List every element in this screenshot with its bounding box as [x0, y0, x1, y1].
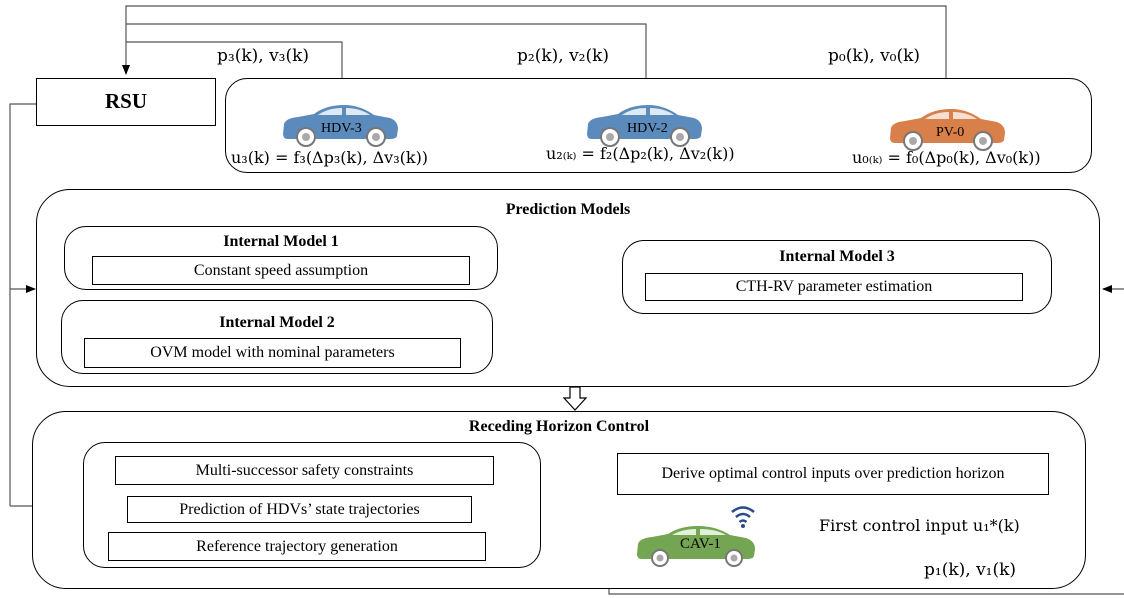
internal-model-3-text: CTH-RV parameter estimation: [735, 278, 933, 295]
internal-model-1-title: Internal Model 1: [223, 233, 339, 250]
hdv2-model: u₂₍ₖ₎ = f₂(Δp₂(k), Δv₂(k)): [546, 144, 735, 163]
derive-text: Derive optimal control inputs over predi…: [661, 465, 1005, 482]
pv0-model: u₀₍ₖ₎ = f₀(Δp₀(k), Δv₀(k)): [852, 148, 1041, 167]
cav1-state: p₁(k), v₁(k): [924, 560, 1017, 580]
internal-model-2-content: [84, 338, 461, 368]
internal-model-3-title: Internal Model 3: [779, 248, 895, 265]
cav1-label: CAV-1: [680, 536, 721, 552]
pv0-car-icon: [890, 109, 1005, 151]
prediction-title: Prediction Models: [505, 201, 631, 218]
hdv3-label: HDV-3: [321, 121, 362, 136]
pv0-state: p₀(k), v₀(k): [828, 46, 921, 66]
rhc-title: Receding Horizon Control: [468, 418, 650, 435]
rhc-item-3: Reference trajectory generation: [196, 538, 398, 555]
hdv2-state: p₂(k), v₂(k): [517, 46, 610, 66]
wifi-icon: [731, 506, 755, 528]
hdv2-label: HDV-2: [627, 121, 668, 136]
rsu-box: [36, 78, 216, 126]
derive-box: [617, 453, 1049, 495]
internal-model-2-title: Internal Model 2: [219, 314, 335, 331]
rhc-item-3-box: [108, 532, 486, 561]
rhc-item-2-box: [127, 496, 472, 523]
hdv3-state: p₃(k), v₃(k): [217, 46, 310, 66]
pv0-to-rsu-line: [122, 5, 947, 104]
rsu-label: RSU: [104, 89, 147, 113]
hdv3-car-icon: [283, 105, 398, 147]
first-control-input-label: First control input u₁*(k): [819, 516, 1020, 535]
pv0-label: PV-0: [936, 125, 965, 140]
internal-model-3-content: [645, 273, 1023, 301]
internal-model-1-content: [92, 256, 470, 285]
hollow-down-arrow: [562, 386, 588, 411]
rhc-item-1-box: [115, 456, 494, 485]
rhc-item-2: Prediction of HDVs’ state trajectories: [179, 501, 420, 518]
internal-model-2-text: OVM model with nominal parameters: [150, 344, 395, 361]
internal-model-1-text: Constant speed assumption: [193, 262, 369, 279]
hdv2-to-rsu-line: [126, 23, 647, 100]
cav1-car-icon: [637, 526, 755, 567]
hdv3-model: u₃(k) = f₃(Δp₃(k), Δv₃(k)): [231, 148, 429, 167]
rhc-item-1: Multi-successor safety constraints: [195, 462, 414, 479]
hdv2-car-icon: [587, 105, 702, 147]
rsu-left-line: [9, 103, 36, 506]
